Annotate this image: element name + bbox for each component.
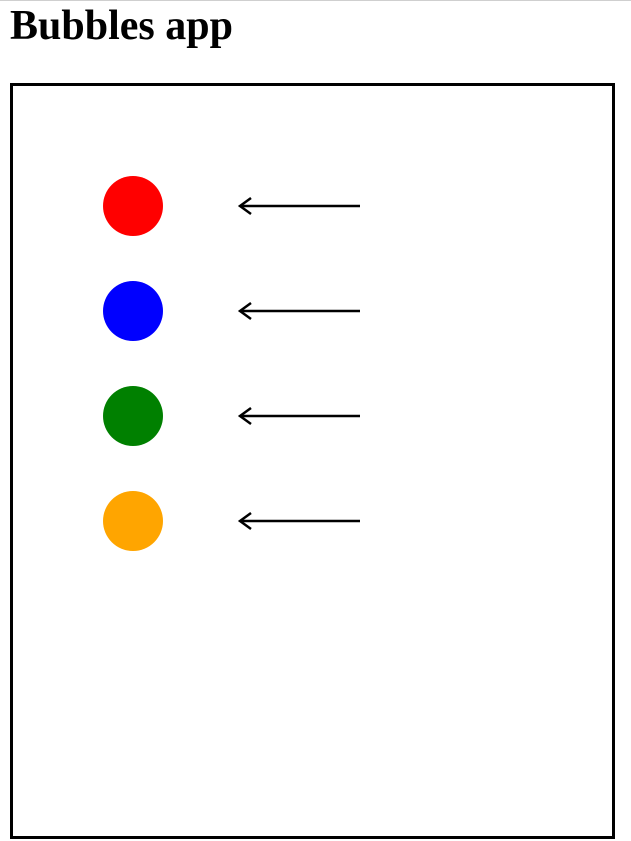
top-divider [0,0,631,1]
left-arrow-icon[interactable] [236,301,361,321]
left-arrow-icon[interactable] [236,511,361,531]
bubble-orange[interactable] [103,491,163,551]
page-title: Bubbles app [10,3,233,49]
left-arrow-icon[interactable] [236,406,361,426]
bubble-red[interactable] [103,176,163,236]
bubble-blue[interactable] [103,281,163,341]
bubbles-canvas[interactable] [10,83,615,839]
left-arrow-icon[interactable] [236,196,361,216]
bubble-green[interactable] [103,386,163,446]
